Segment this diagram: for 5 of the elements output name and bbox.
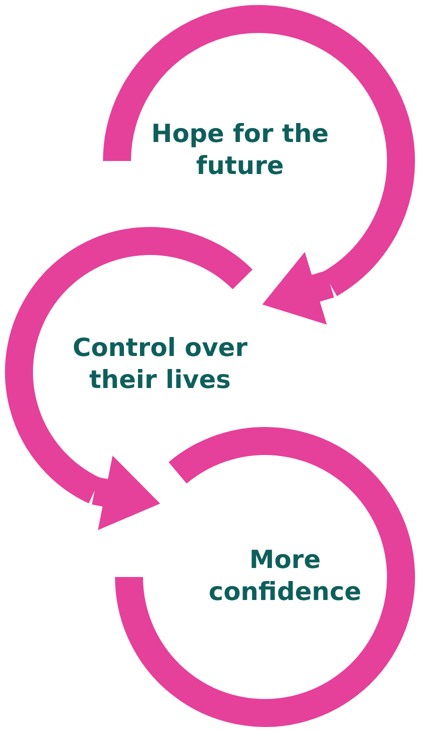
arrow bbox=[262, 252, 334, 325]
ring-label: Control over their lives bbox=[72, 332, 248, 396]
ring-label: Hope for the future bbox=[150, 118, 330, 182]
ring-label: More confidence bbox=[208, 544, 362, 608]
arrow bbox=[92, 456, 160, 530]
